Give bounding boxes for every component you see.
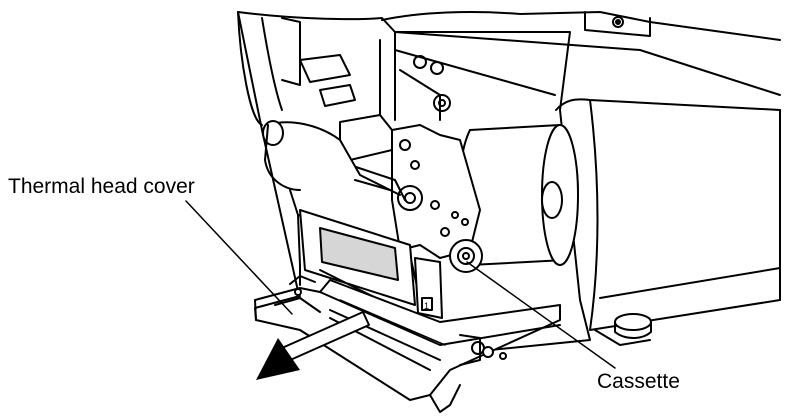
pull-direction-arrow bbox=[256, 311, 370, 380]
ribbon-roll bbox=[457, 124, 579, 266]
thermal-head-cover-leader bbox=[185, 200, 293, 315]
cassette-mechanism bbox=[339, 114, 483, 273]
thermal-head-cover-assembly: 1 bbox=[262, 120, 443, 319]
base-tray bbox=[254, 275, 561, 413]
cassette-label: Cassette bbox=[597, 370, 680, 393]
cassette-leader bbox=[466, 261, 616, 369]
svg-text:1: 1 bbox=[424, 301, 429, 311]
thermal-head-cover-label: Thermal head cover bbox=[8, 175, 195, 198]
